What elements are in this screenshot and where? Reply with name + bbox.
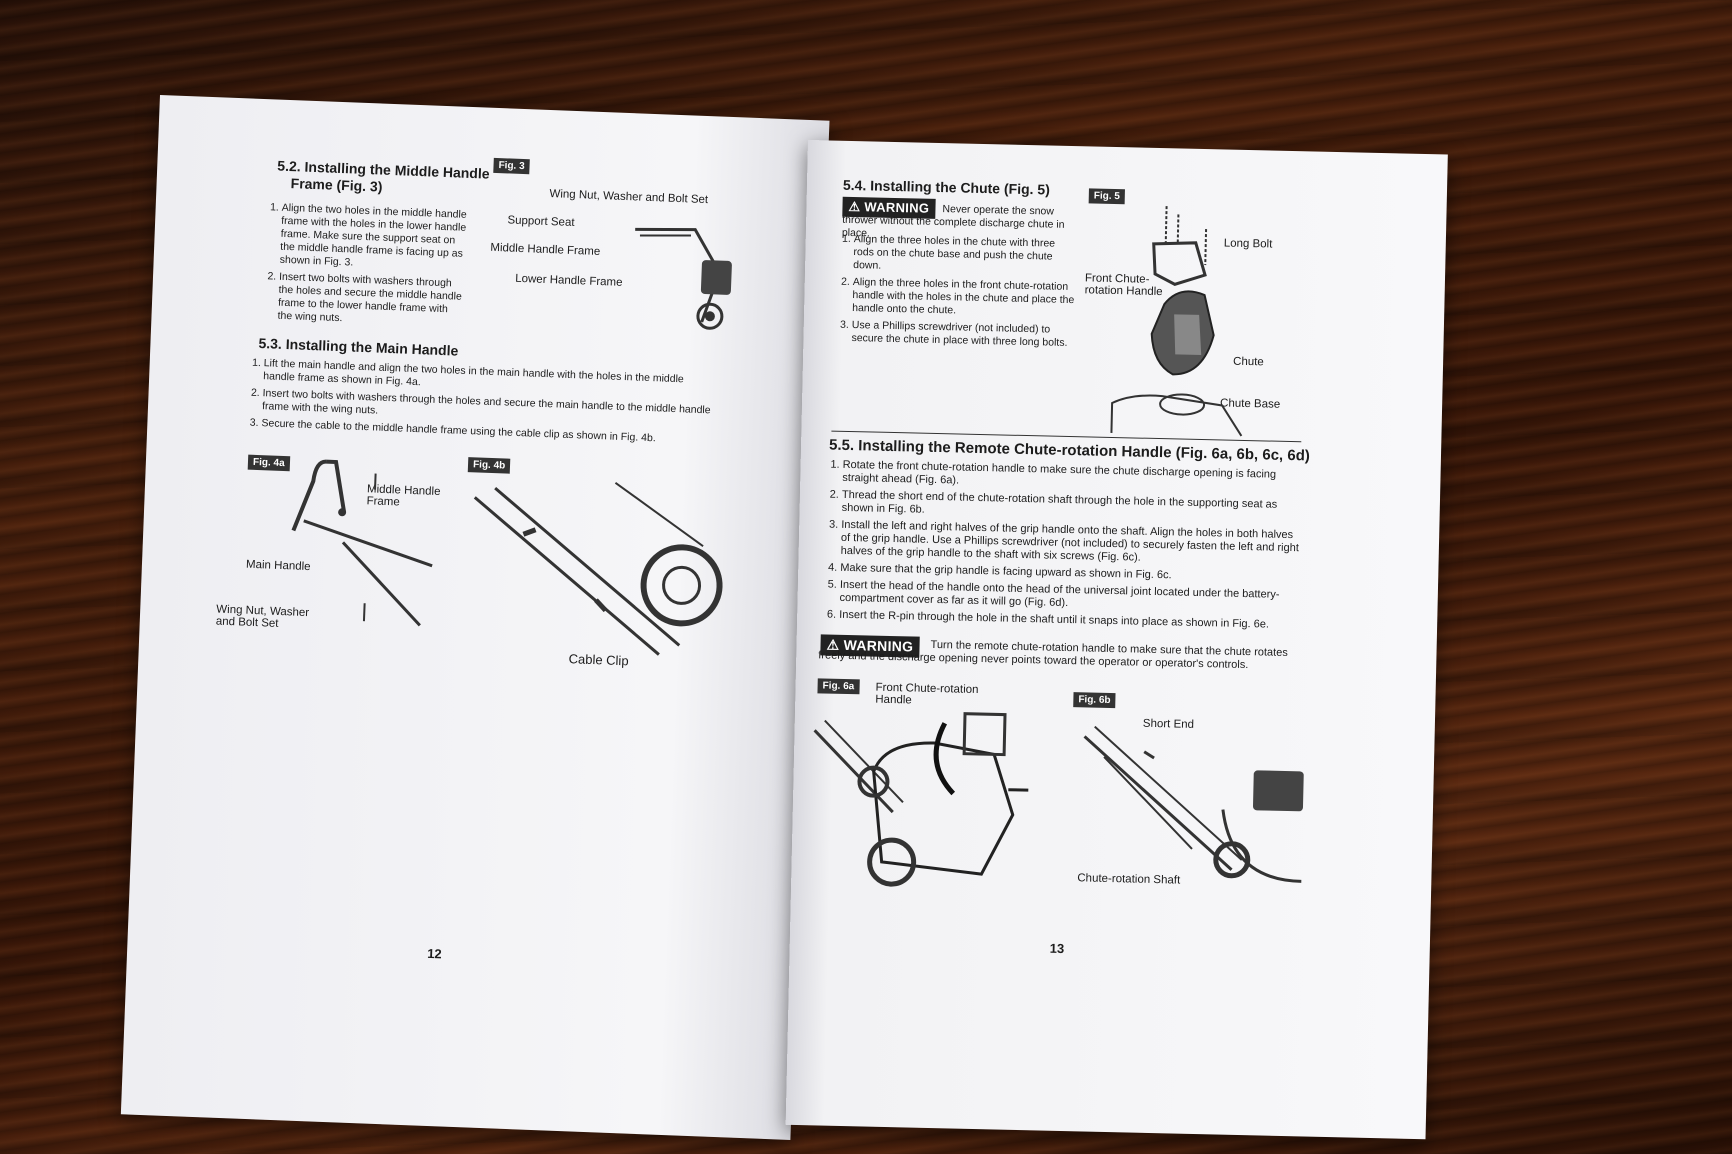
fig3-label-lower-handle-frame: Lower Handle Frame: [514, 272, 623, 289]
page-number-right: 13: [1049, 940, 1065, 957]
fig3-label-middle-handle-frame: Middle Handle Frame: [490, 241, 601, 259]
fig6a-illustration: [813, 712, 1029, 887]
section-5-2-title-line2: Frame (Fig. 3): [290, 175, 383, 195]
step-5-5-3: Install the left and right halves of the…: [841, 519, 1304, 568]
fig6a-tag: Fig. 6a: [817, 678, 860, 695]
section-5-4-steps: Align the three holes in the chute with …: [833, 233, 1076, 354]
section-5-3-title: 5.3. Installing the Main Handle: [258, 334, 459, 359]
left-page: 5.2. Installing the Middle Handle Frame …: [120, 95, 830, 1140]
fig6b-tag: Fig. 6b: [1073, 692, 1116, 709]
fig3-label-support-seat: Support Seat: [507, 214, 575, 230]
fig4a-tag: Fig. 4a: [247, 454, 290, 472]
fig4a-illustration: [291, 459, 433, 627]
page-number-left: 12: [426, 945, 442, 962]
section-5-5-steps: Rotate the front chute-rotation handle t…: [821, 458, 1305, 636]
section-5-2-steps: Align the two holes in the middle handle…: [259, 201, 469, 334]
fig5-illustration: [1110, 206, 1243, 437]
step-5-2-2: Insert two bolts with washers through th…: [277, 271, 466, 330]
section-5-4-title: 5.4. Installing the Chute (Fig. 5): [842, 176, 1051, 198]
right-page: 5.4. Installing the Chute (Fig. 5) ⚠ WAR…: [785, 140, 1448, 1140]
fig3-label-wing-nut: Wing Nut, Washer and Bolt Set: [549, 188, 709, 207]
fig6b-illustration: [1083, 725, 1304, 883]
fig4b-label-cable-clip: Cable Clip: [568, 651, 629, 669]
section-5-2-title: 5.2. Installing the Middle Handle Frame …: [276, 158, 507, 201]
section-5-3-steps: Lift the main handle and align the two h…: [243, 356, 716, 451]
step-5-4-1: Align the three holes in the chute with …: [853, 233, 1076, 277]
step-5-2-1: Align the two holes in the middle handle…: [279, 202, 468, 274]
fig3-tag: Fig. 3: [493, 157, 530, 175]
step-5-4-3: Use a Phillips screwdriver (not included…: [851, 319, 1074, 350]
fig3-illustration: [635, 227, 732, 330]
warning-text-5-5: Turn the remote chute-rotation handle to…: [818, 638, 1288, 672]
fig4b-illustration: [473, 481, 723, 656]
fig4b-tag: Fig. 4b: [467, 457, 511, 474]
step-5-4-2: Align the three holes in the front chute…: [852, 276, 1075, 320]
